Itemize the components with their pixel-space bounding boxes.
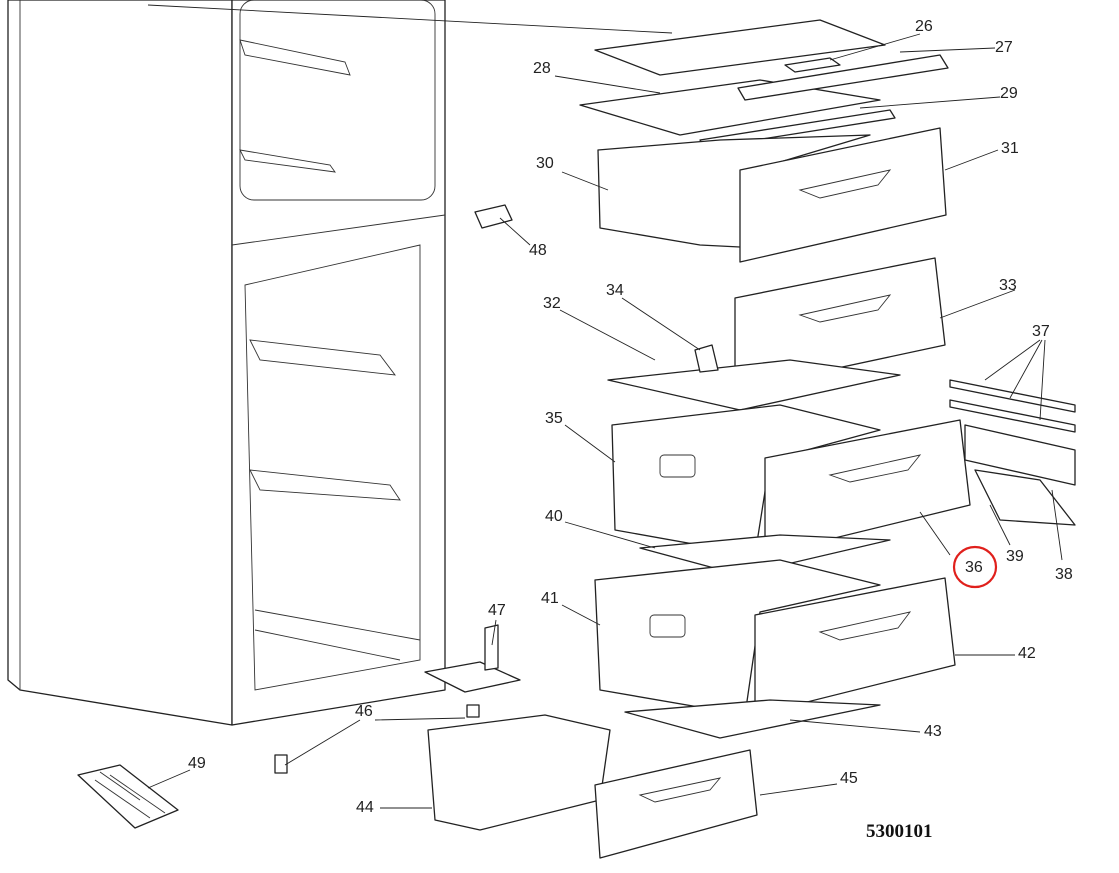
hinge-48	[474, 204, 513, 229]
label-45: 45	[840, 770, 858, 787]
top-parts	[579, 19, 949, 149]
label-27: 27	[995, 39, 1013, 56]
label-32: 32	[543, 295, 561, 312]
glass-shelf-32	[607, 359, 901, 411]
label-42: 42	[1018, 645, 1036, 662]
label-30: 30	[536, 155, 554, 172]
label-37: 37	[1032, 323, 1050, 340]
foot-46	[274, 704, 480, 774]
label-38: 38	[1055, 566, 1073, 583]
label-46: 46	[355, 703, 373, 720]
drawer-front-33	[734, 257, 946, 391]
drawing-code: 5300101	[866, 821, 933, 842]
label-41: 41	[541, 590, 559, 607]
glass-shelf-43	[624, 699, 881, 739]
label-36: 36	[965, 559, 983, 576]
leader-lines	[147, 4, 1063, 809]
label-33: 33	[999, 277, 1017, 294]
drawer-41-42	[594, 559, 956, 716]
label-48: 48	[529, 242, 547, 259]
fridge-cabinet	[7, 0, 446, 726]
drawer-35-36	[611, 404, 971, 556]
drawer-30-31	[597, 127, 947, 263]
drawer-44-45	[427, 714, 758, 859]
label-39: 39	[1006, 548, 1024, 565]
label-28: 28	[533, 60, 551, 77]
clip-34	[694, 344, 719, 373]
ice-tray-49	[77, 764, 179, 829]
label-47: 47	[488, 602, 506, 619]
label-44: 44	[356, 799, 374, 816]
label-29: 29	[1000, 85, 1018, 102]
hinge-47	[424, 661, 521, 693]
rails-37-38-39	[949, 379, 1076, 526]
label-26: 26	[915, 18, 933, 35]
label-34: 34	[606, 282, 624, 299]
label-40: 40	[545, 508, 563, 525]
label-31: 31	[1001, 140, 1019, 157]
highlight-circle	[952, 545, 998, 589]
part-labels: 26 27 28 29 30 31 48 32 34 33 37 35 40 3…	[188, 18, 1073, 842]
glass-shelf-40	[639, 534, 891, 576]
label-35: 35	[545, 410, 563, 427]
label-49: 49	[188, 755, 206, 772]
label-43: 43	[924, 723, 942, 740]
